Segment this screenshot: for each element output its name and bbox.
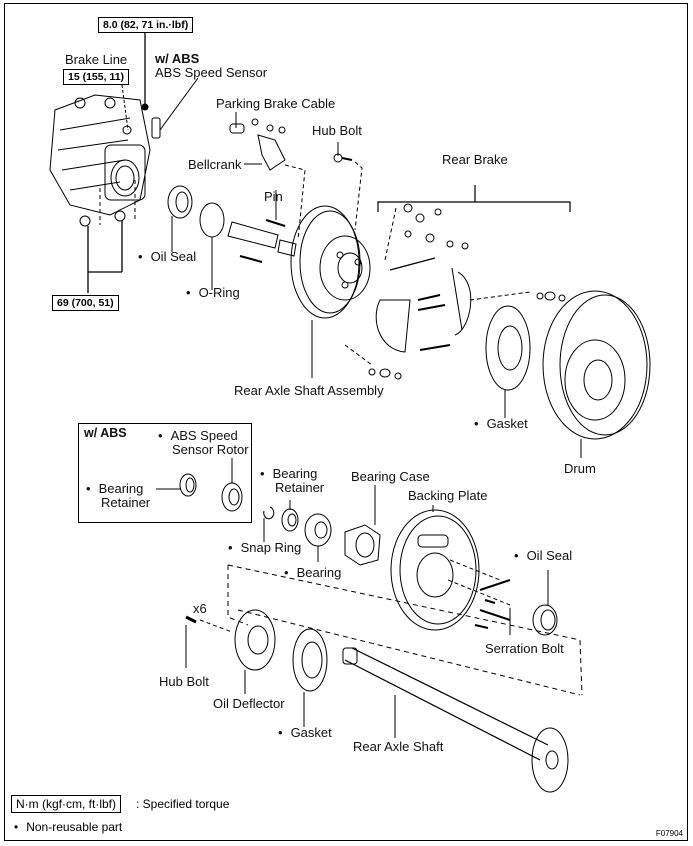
drum-gasket xyxy=(485,305,531,418)
label-oil-seal-top: Oil Seal xyxy=(138,250,197,264)
housing-nuts xyxy=(79,180,136,293)
label-rear-axle-shaft: Rear Axle Shaft xyxy=(353,739,444,754)
abs-inset-rotor-label-1: ABS Speed xyxy=(158,429,238,443)
label-w-abs: w/ ABS xyxy=(155,51,200,66)
abs-inset-title: w/ ABS xyxy=(84,426,127,440)
label-pin: Pin xyxy=(264,189,283,204)
abs-inset-retainer-label-2: Retainer xyxy=(101,495,151,510)
legend-torque-description: : Specified torque xyxy=(136,797,230,811)
top-leaders xyxy=(121,30,199,139)
figure-code: F07904 xyxy=(655,829,683,838)
label-bearing-retainer-1: Bearing xyxy=(260,467,318,481)
label-bearing: Bearing xyxy=(284,566,342,580)
drum-drawing xyxy=(542,290,651,458)
torque-spec-mount-nuts: 69 (700, 51) xyxy=(52,295,119,311)
rear-brake-bracket xyxy=(344,185,571,380)
label-brake-line: Brake Line xyxy=(65,52,128,67)
oil-seal-oring xyxy=(167,185,225,290)
label-rear-brake: Rear Brake xyxy=(442,152,508,167)
label-x6: x6 xyxy=(193,601,207,616)
parking-brake-parts xyxy=(229,112,306,241)
legend-non-reusable: Non-reusable part xyxy=(14,820,122,834)
axle-housing xyxy=(49,94,151,216)
legend-torque-unit-box: N·m (kgf·cm, ft·lbf) xyxy=(11,795,121,813)
assembly-guide-lines xyxy=(227,564,583,696)
label-snap-ring: Snap Ring xyxy=(228,541,302,555)
label-serration-bolt: Serration Bolt xyxy=(485,641,564,656)
label-oil-deflector: Oil Deflector xyxy=(213,696,285,711)
label-drum: Drum xyxy=(564,461,596,476)
label-hub-bolt-bottom: Hub Bolt xyxy=(159,674,209,689)
label-gasket-drum: Gasket xyxy=(474,417,528,431)
diagram-frame xyxy=(4,3,688,841)
abs-inset-parts xyxy=(156,458,243,512)
torque-spec-brake-line: 15 (155, 11) xyxy=(63,69,130,85)
label-o-ring: O-Ring xyxy=(186,286,240,300)
rear-axle-shaft-assembly-drawing xyxy=(290,205,371,378)
backing-plate-drawing xyxy=(390,505,511,635)
lower-oil-seal xyxy=(532,570,558,636)
abs-inset-rotor-label-2: Sensor Rotor xyxy=(172,442,249,457)
axle-stub xyxy=(227,190,297,263)
label-parking-brake-cable: Parking Brake Cable xyxy=(216,96,336,111)
abs-inset-retainer-label-1: Bearing xyxy=(86,482,144,496)
label-gasket-bottom: Gasket xyxy=(278,726,332,740)
label-bearing-retainer-2: Retainer xyxy=(275,480,325,495)
label-backing-plate: Backing Plate xyxy=(408,488,488,503)
label-hub-bolt-top: Hub Bolt xyxy=(312,123,362,138)
abs-inset-box xyxy=(78,423,252,523)
label-rear-axle-shaft-assembly: Rear Axle Shaft Assembly xyxy=(234,383,384,398)
torque-spec-abs-sensor-bolt: 8.0 (82, 71 in.·lbf) xyxy=(98,17,194,33)
hub-bolt-top xyxy=(333,142,363,231)
lower-shaft-parts xyxy=(185,609,569,793)
label-bellcrank: Bellcrank xyxy=(188,157,242,172)
lower-bearing-parts xyxy=(263,485,381,566)
label-bearing-case: Bearing Case xyxy=(351,469,430,484)
label-abs-speed-sensor: ABS Speed Sensor xyxy=(155,65,268,80)
label-oil-seal-bottom: Oil Seal xyxy=(514,549,573,563)
